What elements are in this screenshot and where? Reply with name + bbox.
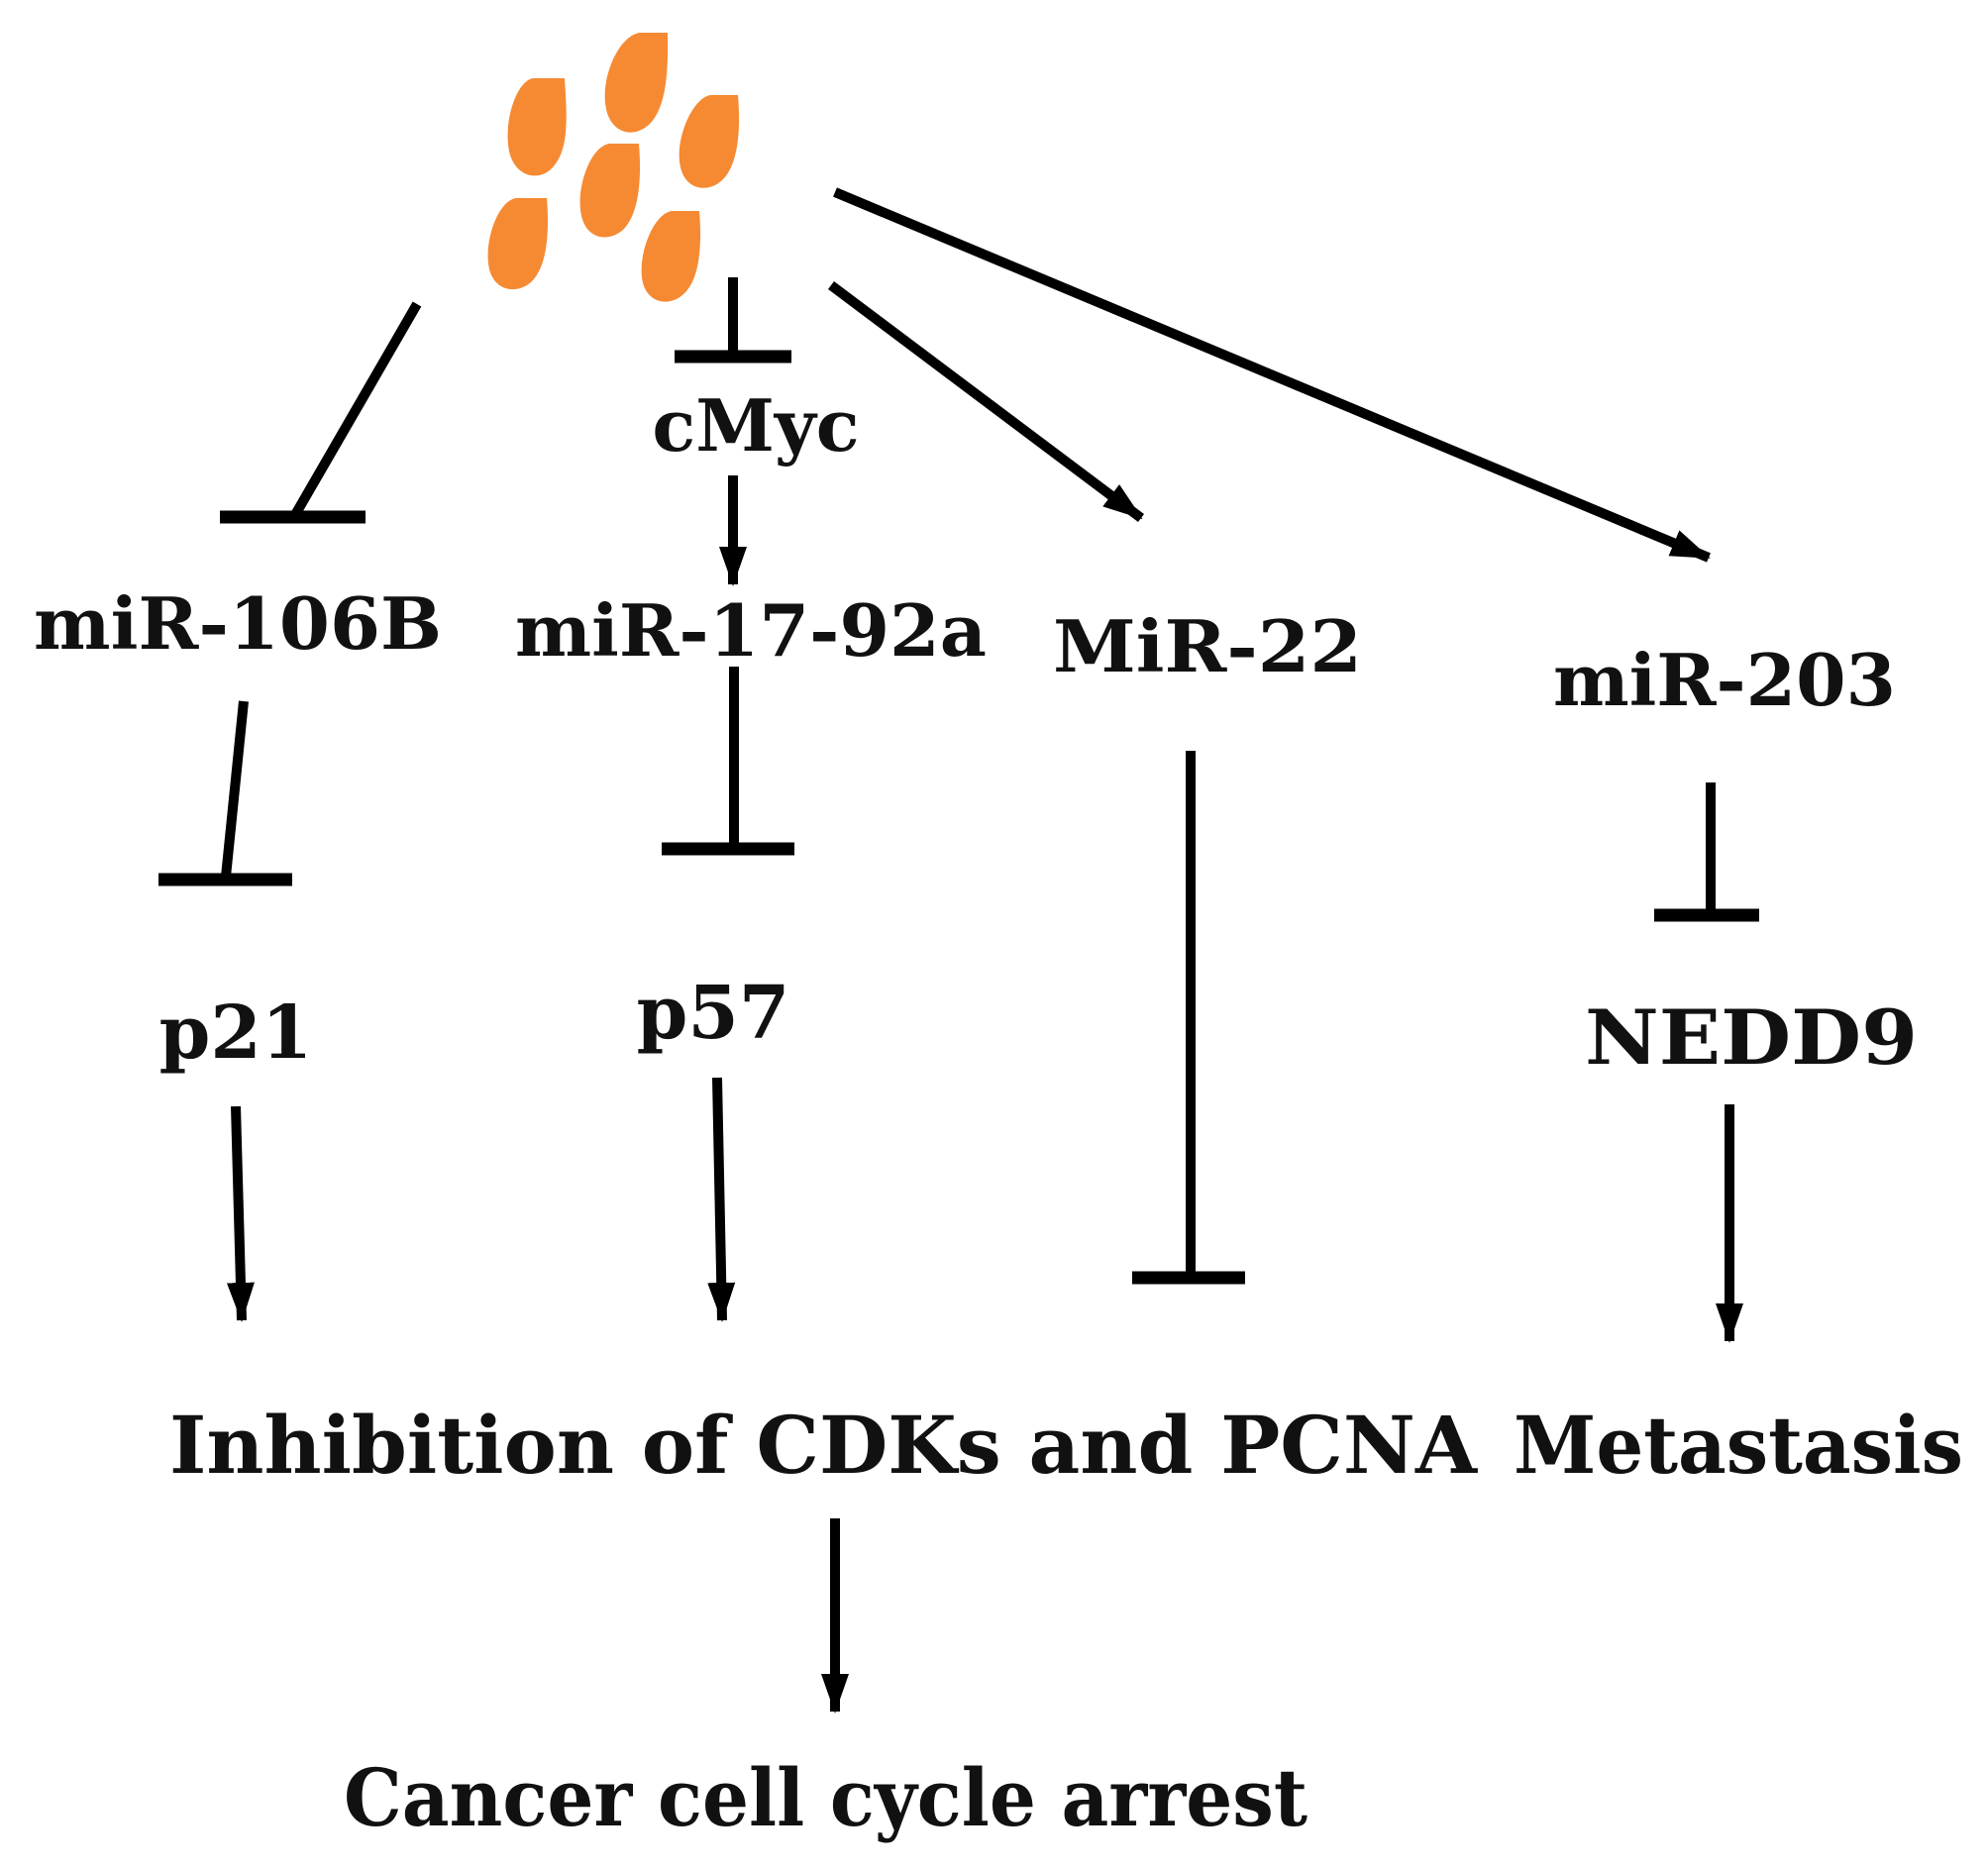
node-nedd9: NEDD9 xyxy=(1585,993,1918,1082)
seed-shape xyxy=(579,144,641,238)
node-metastasis: Metastasis xyxy=(1514,1399,1963,1492)
seed-shape xyxy=(507,78,567,176)
node-labels: cMyc miR-106B miR-17-92a MiR-22 miR-203 … xyxy=(34,383,1963,1844)
node-arrest: Cancer cell cycle arrest xyxy=(344,1751,1308,1844)
seeds-cluster-icon xyxy=(487,33,740,302)
edge-seeds-to-mir203 xyxy=(833,187,1711,563)
edges xyxy=(158,187,1759,1714)
node-p57: p57 xyxy=(637,971,790,1056)
edge-mir106b-to-p21 xyxy=(221,700,249,878)
node-p21: p21 xyxy=(159,990,313,1076)
node-cmyc: cMyc xyxy=(652,383,859,468)
seed-shape xyxy=(487,198,549,290)
node-mir22: MiR-22 xyxy=(1053,604,1362,688)
node-mir1792a: miR-17-92a xyxy=(515,588,987,673)
seed-shape xyxy=(679,95,740,188)
edge-seeds-to-mir106b xyxy=(291,301,422,516)
edge-p21-to-inhibition xyxy=(226,1105,255,1322)
seed-shape xyxy=(604,33,669,133)
node-inhibition: Inhibition of CDKs and PCNA xyxy=(169,1399,1478,1492)
edge-seeds-to-mir22 xyxy=(827,281,1145,522)
node-mir106b: miR-106B xyxy=(34,581,442,666)
node-mir203: miR-203 xyxy=(1553,638,1896,722)
edge-p57-to-inhibition xyxy=(707,1077,736,1322)
seed-shape xyxy=(641,211,701,302)
